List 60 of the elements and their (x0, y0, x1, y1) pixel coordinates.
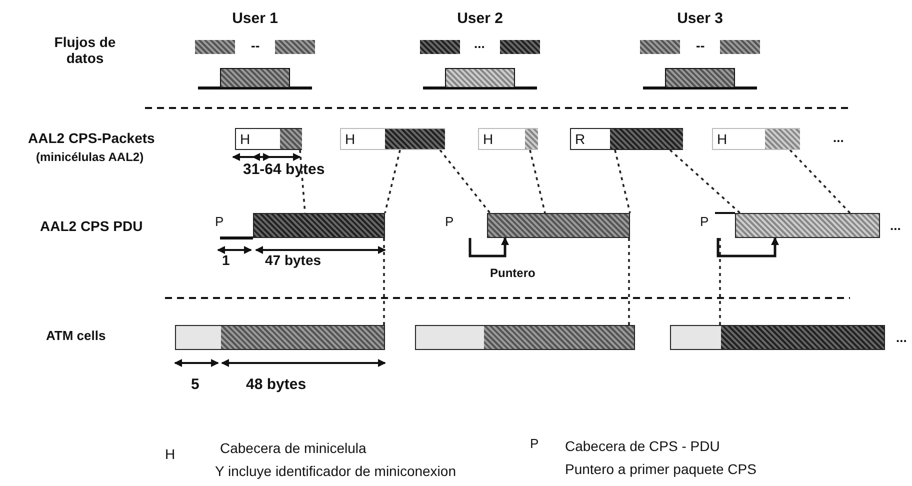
mapping-line (384, 150, 401, 214)
cps-pdu-box (253, 213, 385, 238)
atm-cell (175, 325, 385, 350)
legend-text: Cabecera de CPS - PDU (565, 438, 720, 454)
header-label: H (345, 131, 356, 147)
ellipsis: ... (833, 130, 844, 145)
mapping-line (669, 149, 741, 214)
packet-box (235, 128, 302, 150)
mapping-line (628, 238, 630, 325)
data-block (665, 68, 735, 88)
mapping-line (719, 238, 721, 325)
dimension-label: 1 (222, 252, 230, 268)
legend-text: Cabecera de minicelula (220, 440, 366, 456)
pdu-header-label: P (700, 214, 709, 229)
atm-cell (415, 325, 635, 350)
user-title: User 3 (676, 10, 724, 27)
header-label: R (575, 131, 586, 147)
cps-pdu-box (487, 213, 630, 238)
mapping-line (299, 150, 306, 214)
ellipsis: ... (890, 218, 901, 233)
row-label: (minicélulas AAL2) (36, 150, 144, 164)
header-label: H (717, 131, 728, 147)
mapping-line (529, 150, 546, 214)
legend-key: P (530, 436, 539, 451)
header-label: H (483, 131, 494, 147)
ellipsis: -- (696, 38, 705, 53)
row-label: AAL2 CPS-Packets (28, 130, 155, 146)
dimension-label: 31-64 bytes (243, 161, 325, 178)
legend-key: H (165, 446, 176, 462)
ellipsis: ... (474, 36, 485, 51)
data-block (220, 68, 290, 88)
mapping-line (789, 149, 851, 214)
mapping-line (383, 238, 385, 325)
ellipsis: -- (251, 38, 260, 53)
packet-box (478, 128, 538, 150)
legend-text: Puntero a primer paquete CPS (565, 461, 756, 477)
packet-box (570, 128, 683, 150)
packet-box (712, 128, 800, 150)
packet-box (340, 128, 445, 150)
pointer-label: Puntero (490, 266, 536, 280)
cps-pdu-box (735, 213, 880, 238)
header-label: H (240, 131, 250, 147)
pointer-arrow (468, 237, 509, 258)
ellipsis: ... (896, 330, 907, 345)
row-label: AAL2 CPS PDU (40, 218, 143, 234)
user-title: User 2 (456, 10, 504, 27)
user-title: User 1 (231, 10, 279, 27)
mapping-line (439, 149, 491, 214)
data-block (445, 68, 515, 88)
mapping-line (614, 150, 631, 214)
atm-cell (670, 325, 885, 350)
dimension-label: 48 bytes (246, 376, 306, 393)
row-label: Flujos de datos (53, 34, 117, 66)
dimension-label: 5 (191, 376, 200, 393)
row-label: ATM cells (46, 328, 106, 343)
pdu-header-label: P (445, 214, 454, 229)
dimension-label: 47 bytes (265, 252, 322, 268)
pdu-header-label: P (215, 214, 224, 229)
pointer-arrow (716, 237, 779, 258)
legend-text: Y incluye identificador de miniconexion (215, 463, 456, 479)
